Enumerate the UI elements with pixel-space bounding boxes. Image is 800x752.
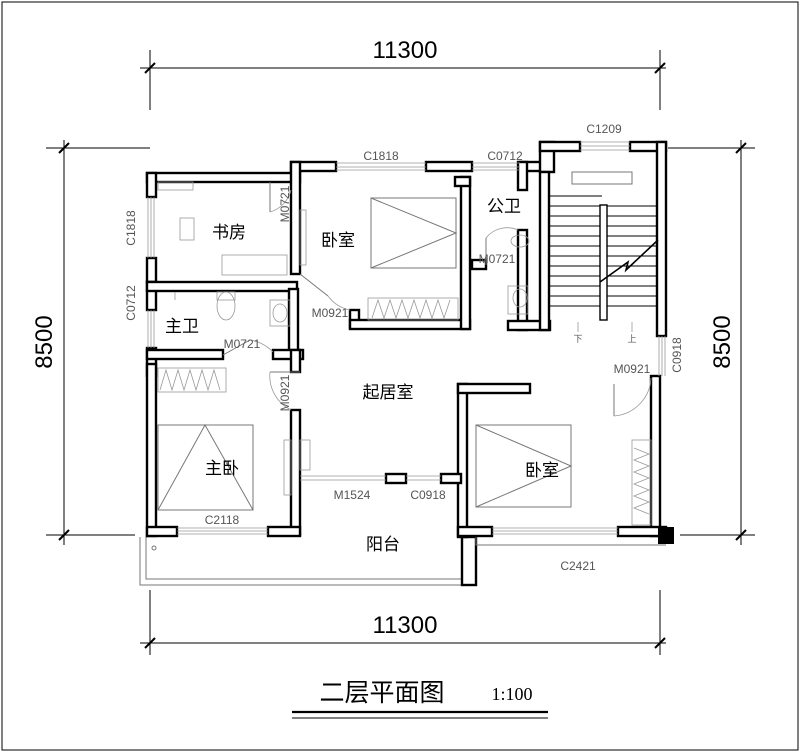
wall-right-lower xyxy=(649,374,662,538)
code-m0721-bath: M0721 xyxy=(479,252,516,266)
code-c1209: C1209 xyxy=(586,122,622,136)
code-m0921-bed: M0921 xyxy=(312,306,349,320)
room-study-label: 书房 xyxy=(212,223,246,243)
dimension-right-label: 8500 xyxy=(709,315,736,368)
staircase: 下 上 xyxy=(549,171,659,345)
wall-bed-top-bottom xyxy=(348,318,472,331)
code-c0918-right: C0918 xyxy=(670,337,684,373)
code-m0721-master: M0721 xyxy=(224,337,261,351)
wall-bath-bottom xyxy=(145,348,225,361)
study-desk xyxy=(221,254,288,276)
stair-down-label: 下 xyxy=(573,335,582,345)
code-c0712-left: C0712 xyxy=(124,285,138,321)
dimension-bottom-label: 11300 xyxy=(373,612,438,639)
wall-stair-top-l xyxy=(538,140,582,153)
wall-pbath-a xyxy=(516,160,529,192)
wall-right-upper xyxy=(655,140,668,338)
tv-cabinet xyxy=(299,439,311,471)
basin-master xyxy=(269,299,291,327)
wall-study-right xyxy=(289,160,302,276)
toilet-master xyxy=(216,291,236,321)
wall-master-bottom-r xyxy=(266,525,302,538)
code-m0921-right: M0921 xyxy=(614,362,651,376)
wall-top-b xyxy=(424,160,474,173)
stair-up-label: 上 xyxy=(627,334,636,345)
room-labels: 书房 卧室 公卫 主卫 起居室 主卧 卧室 阳台 xyxy=(165,197,559,555)
code-c1818-left: C1818 xyxy=(124,210,138,246)
wall-rbed-top xyxy=(456,382,532,395)
wall-bed-top-right xyxy=(459,175,472,331)
wall-master-a xyxy=(289,348,302,374)
dimension-top: 11300 xyxy=(140,37,666,110)
wall-master-bottom-l xyxy=(145,525,179,538)
wall-bath-bottom-r xyxy=(271,348,305,361)
dimension-right: 8500 xyxy=(668,140,755,545)
room-public-bath-label: 公卫 xyxy=(487,197,521,217)
code-c2118: C2118 xyxy=(205,513,240,527)
title-main: 二层平面图 xyxy=(319,678,444,707)
code-c0712-top: C0712 xyxy=(487,149,523,163)
windows xyxy=(147,141,666,535)
opening-codes: C1209 C1818 C0712 C1818 C0712 M0721 M072… xyxy=(124,122,684,573)
wall-master-right xyxy=(289,408,302,537)
wall-study-top xyxy=(145,171,302,184)
basin-public xyxy=(507,285,529,315)
room-living-label: 起居室 xyxy=(363,383,414,403)
title-scale: 1:100 xyxy=(491,684,532,704)
room-master-bedroom-label: 主卧 xyxy=(205,459,239,479)
doors xyxy=(222,182,652,417)
wall-living-mid2 xyxy=(439,472,463,485)
wall-bed-top-corner xyxy=(453,175,472,188)
room-bedroom-right-label: 卧室 xyxy=(525,461,559,481)
code-m0721-study: M0721 xyxy=(278,185,292,222)
wall-pbath-b xyxy=(516,228,529,332)
wall-stair-left xyxy=(538,170,551,332)
dimension-left-label: 8500 xyxy=(31,315,58,368)
wall-left-e xyxy=(145,362,158,538)
code-c0918-mid: C0918 xyxy=(410,488,446,502)
wall-left-b xyxy=(145,256,158,284)
wardrobe-master xyxy=(157,367,227,393)
wall-rbed-bottom-l xyxy=(456,525,494,538)
stair-handrail xyxy=(599,204,608,321)
drawing-title: 二层平面图 1:100 xyxy=(292,678,548,719)
column-corner xyxy=(658,527,674,544)
dimension-left: 8500 xyxy=(31,140,150,545)
dimension-top-label: 11300 xyxy=(373,37,438,64)
wall-rbed-left xyxy=(456,382,469,539)
bed-top xyxy=(370,197,457,269)
wall-living-mid xyxy=(384,472,408,485)
study-bookshelf xyxy=(157,181,194,191)
wall-left-a xyxy=(145,171,158,199)
wardrobe-top xyxy=(367,297,459,321)
room-balcony-label: 阳台 xyxy=(366,535,400,555)
furniture xyxy=(157,181,652,526)
toilet-public xyxy=(510,234,530,248)
walls xyxy=(145,140,674,544)
code-c1818-top: C1818 xyxy=(363,149,399,163)
room-bedroom-top-label: 卧室 xyxy=(321,231,355,251)
code-m0921-master: M0921 xyxy=(278,374,292,411)
study-chair xyxy=(179,217,195,241)
dimension-bottom: 11300 xyxy=(140,590,666,655)
wardrobe-right xyxy=(631,439,652,526)
code-c2421: C2421 xyxy=(560,559,596,573)
code-m1524: M1524 xyxy=(334,488,371,502)
wall-study-bottom xyxy=(145,280,299,293)
room-master-bath-label: 主卫 xyxy=(165,317,199,337)
